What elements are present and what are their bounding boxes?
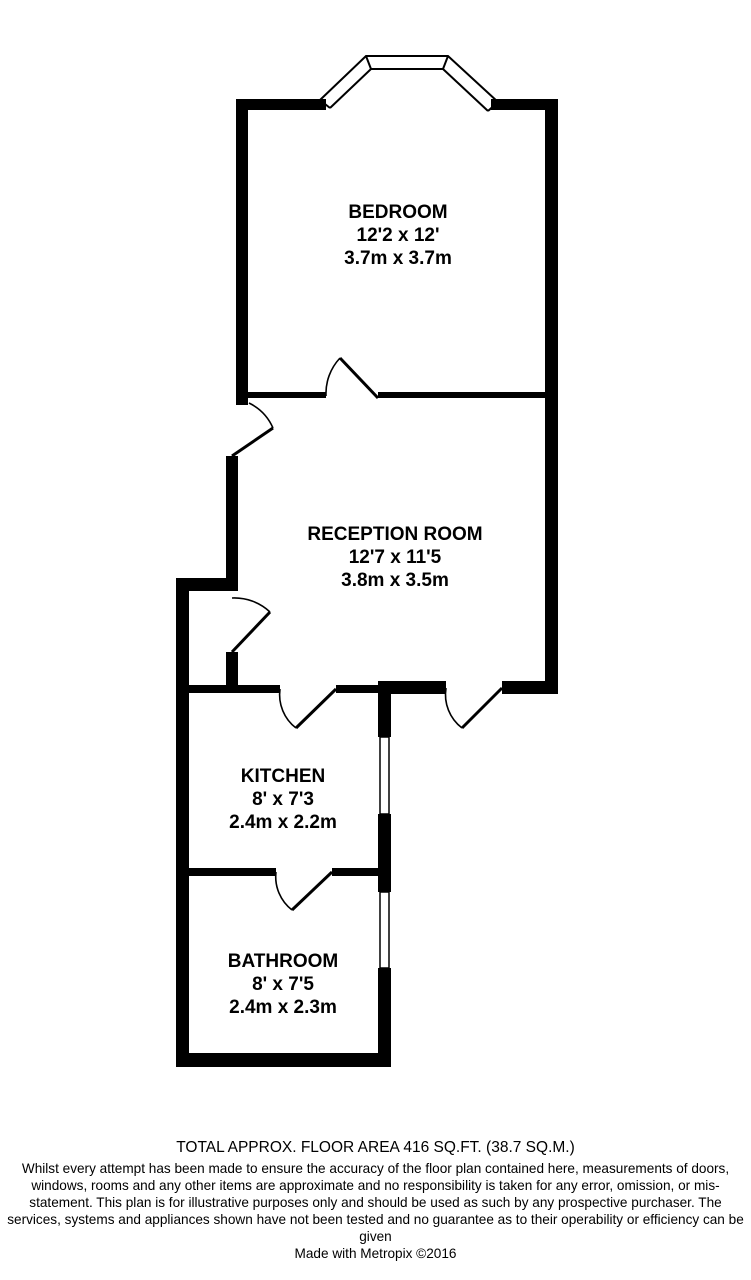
room-name: KITCHEN: [240, 766, 326, 787]
kitchen-window: [379, 736, 390, 815]
room-size-metric: 2.4m x 2.2m: [229, 812, 337, 833]
wall-bedroom-top-right: [491, 99, 558, 110]
plan-footer: TOTAL APPROX. FLOOR AREA 416 SQ.FT. (38.…: [0, 1138, 751, 1262]
wall-partition-right: [378, 392, 558, 398]
wall-bedroom-left: [236, 99, 248, 405]
wall-bedroom-right: [545, 99, 558, 405]
wall-bathroom-bottom: [176, 1053, 391, 1067]
door-cupboard: [230, 597, 272, 654]
room-name: BEDROOM: [348, 202, 448, 223]
wall-kitchen-right-mid: [378, 814, 391, 892]
room-label-reception: RECEPTION ROOM 12'7 x 11'5 3.8m x 3.5m: [275, 523, 515, 592]
doors: [230, 356, 504, 912]
room-size-metric: 3.7m x 3.7m: [344, 248, 452, 269]
room-label-kitchen: KITCHEN 8' x 7'3 2.4m x 2.2m: [193, 765, 373, 834]
wall-bathroom-right-lower: [378, 968, 391, 1067]
wall-partition-left: [236, 392, 326, 398]
wall-reception-left: [226, 456, 238, 591]
wall-kitchen-right-upper: [378, 685, 391, 737]
wall-kitchen-top-right: [336, 685, 388, 693]
room-size-imperial: 12'2 x 12': [356, 225, 440, 246]
room-name: RECEPTION ROOM: [307, 524, 483, 545]
door-kitchen: [278, 687, 338, 730]
room-label-bathroom: BATHROOM 8' x 7'5 2.4m x 2.3m: [193, 950, 373, 1019]
room-size-imperial: 8' x 7'3: [252, 789, 314, 810]
wall-reception-left-lower: [226, 652, 238, 692]
wall-reception-right: [545, 392, 558, 694]
bay-window: [319, 55, 499, 112]
floor-plan-drawing: [176, 55, 558, 1067]
wall-reception-bottom-left: [378, 681, 446, 694]
wall-reception-bottom-right: [502, 681, 558, 694]
metropix-credit: Made with Metropix ©2016: [294, 1246, 457, 1261]
wall-kb-partition-right: [332, 868, 388, 876]
bathroom-window: [379, 891, 390, 969]
room-size-imperial: 8' x 7'5: [252, 974, 314, 995]
door-reception-side: [231, 402, 274, 458]
room-size-metric: 3.8m x 3.5m: [341, 570, 449, 591]
side-windows: [379, 736, 390, 969]
walls: [176, 99, 558, 1067]
door-reception-exit: [444, 686, 504, 730]
wall-kitchen-top-left: [176, 685, 280, 693]
door-bathroom: [274, 870, 334, 912]
wall-cupboard-left: [176, 578, 189, 1067]
door-bedroom: [325, 356, 380, 400]
room-size-imperial: 12'7 x 11'5: [348, 547, 442, 568]
total-floor-area: TOTAL APPROX. FLOOR AREA 416 SQ.FT. (38.…: [176, 1139, 575, 1156]
room-size-metric: 2.4m x 2.3m: [229, 997, 337, 1018]
room-name: BATHROOM: [227, 951, 339, 972]
room-label-bedroom: BEDROOM 12'2 x 12' 3.7m x 3.7m: [298, 201, 498, 270]
wall-kb-partition-left: [176, 868, 276, 876]
wall-cupboard-top: [176, 578, 238, 591]
wall-bedroom-top-left: [236, 99, 326, 110]
disclaimer-text: Whilst every attempt has been made to en…: [7, 1161, 744, 1244]
